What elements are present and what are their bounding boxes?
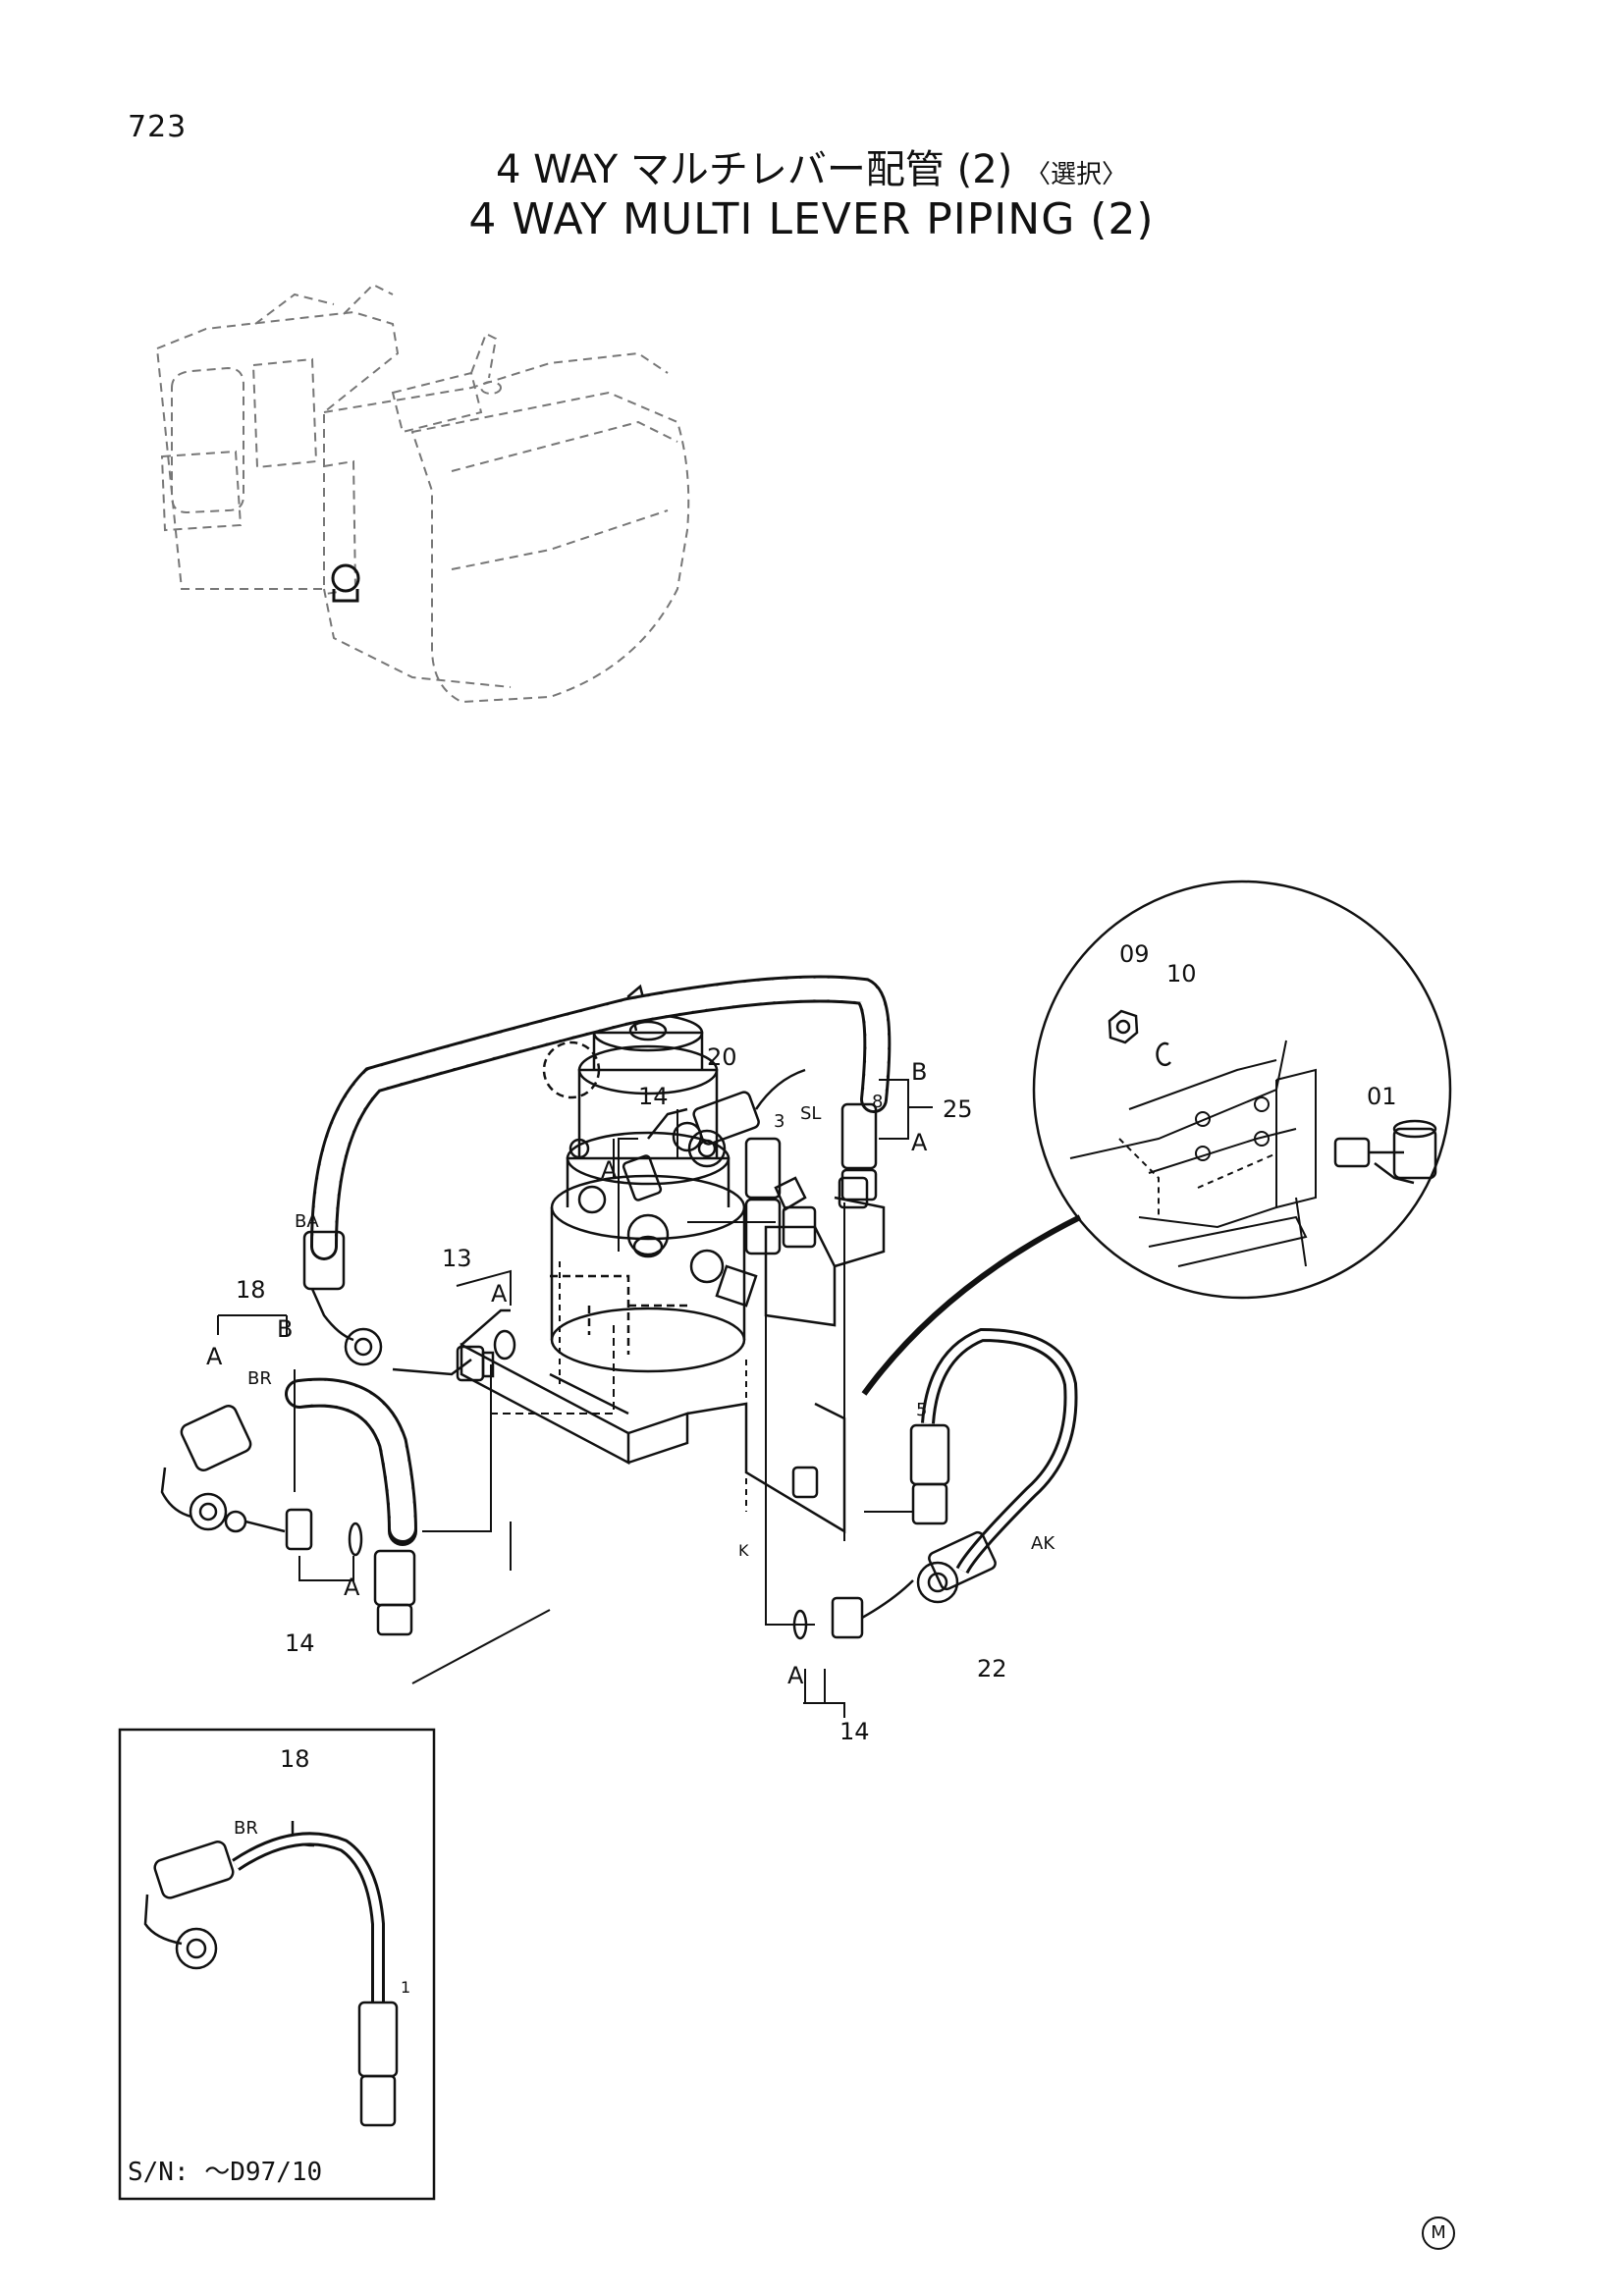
label-8: 8 bbox=[872, 1092, 883, 1112]
label-a-18: A bbox=[206, 1343, 223, 1370]
label-b-18: B bbox=[277, 1315, 293, 1343]
label-ak: AK bbox=[1031, 1533, 1055, 1554]
callout-14-top: 14 bbox=[638, 1083, 669, 1110]
label-a-13: A bbox=[491, 1280, 508, 1308]
callout-20: 20 bbox=[707, 1043, 737, 1071]
serial-number-note: S/N: ～D97/10 bbox=[128, 2158, 323, 2187]
label-a-top: A bbox=[601, 1156, 618, 1184]
hose-8 bbox=[840, 1102, 878, 1201]
callout-01: 01 bbox=[1367, 1083, 1397, 1110]
callout-14-right: 14 bbox=[839, 1718, 870, 1745]
title-japanese: 4 WAY マルチレバー配管 (2) 〈選択〉 bbox=[0, 137, 1623, 194]
label-ba: BA bbox=[295, 1211, 319, 1232]
mounting-bracket bbox=[460, 1308, 846, 1534]
title-japanese-text: 4 WAY マルチレバー配管 (2) bbox=[495, 147, 1013, 192]
detail-view bbox=[1032, 880, 1452, 1300]
callout-10: 10 bbox=[1166, 960, 1197, 988]
title-english: 4 WAY MULTI LEVER PIPING (2) bbox=[468, 194, 1155, 244]
label-5: 5 bbox=[916, 1400, 927, 1420]
inset-callout-18: 18 bbox=[280, 1745, 310, 1773]
label-a-14-left: A bbox=[344, 1574, 360, 1601]
model-mark: M bbox=[1422, 2216, 1455, 2250]
callout-22: 22 bbox=[977, 1655, 1007, 1682]
label-sl: SL bbox=[800, 1103, 821, 1124]
leader-lines bbox=[217, 1079, 933, 1718]
label-br: BR bbox=[247, 1368, 272, 1389]
hose-ba-25 bbox=[310, 975, 892, 1260]
detail-pointer bbox=[861, 1214, 1082, 1396]
page-number: 723 bbox=[128, 110, 188, 144]
callout-25: 25 bbox=[943, 1095, 973, 1123]
multi-lever-valve bbox=[542, 984, 746, 1373]
callout-14-left: 14 bbox=[285, 1629, 315, 1657]
inset-label-br: BR bbox=[234, 1818, 258, 1839]
label-k: K bbox=[738, 1541, 749, 1560]
hose-br-18 bbox=[160, 1377, 417, 1636]
fitting-20 bbox=[687, 1068, 806, 1255]
callout-labels: 09 10 01 20 SL 3 14 A B A 25 8 BA 13 A 1… bbox=[206, 940, 1397, 1997]
excavator-overview bbox=[155, 283, 690, 704]
label-a-25: A bbox=[911, 1129, 928, 1156]
label-b-25: B bbox=[911, 1058, 927, 1086]
callout-18: 18 bbox=[236, 1276, 266, 1304]
inset-variant bbox=[118, 1728, 436, 2201]
hose-ak-22 bbox=[909, 1327, 1078, 1604]
fitting-14-top bbox=[622, 1107, 688, 1258]
fitting-14-bottom bbox=[792, 1579, 914, 1640]
label-a-14-right: A bbox=[787, 1662, 804, 1689]
manifold-block bbox=[715, 1176, 886, 1499]
highlight-marker bbox=[331, 563, 360, 603]
callout-13: 13 bbox=[442, 1245, 472, 1272]
label-3: 3 bbox=[774, 1111, 784, 1132]
hose-ba-fittings bbox=[302, 1230, 516, 1382]
inset-label-1: 1 bbox=[401, 1978, 410, 1997]
callout-09: 09 bbox=[1119, 940, 1150, 968]
title-japanese-tag: 〈選択〉 bbox=[1025, 160, 1128, 189]
